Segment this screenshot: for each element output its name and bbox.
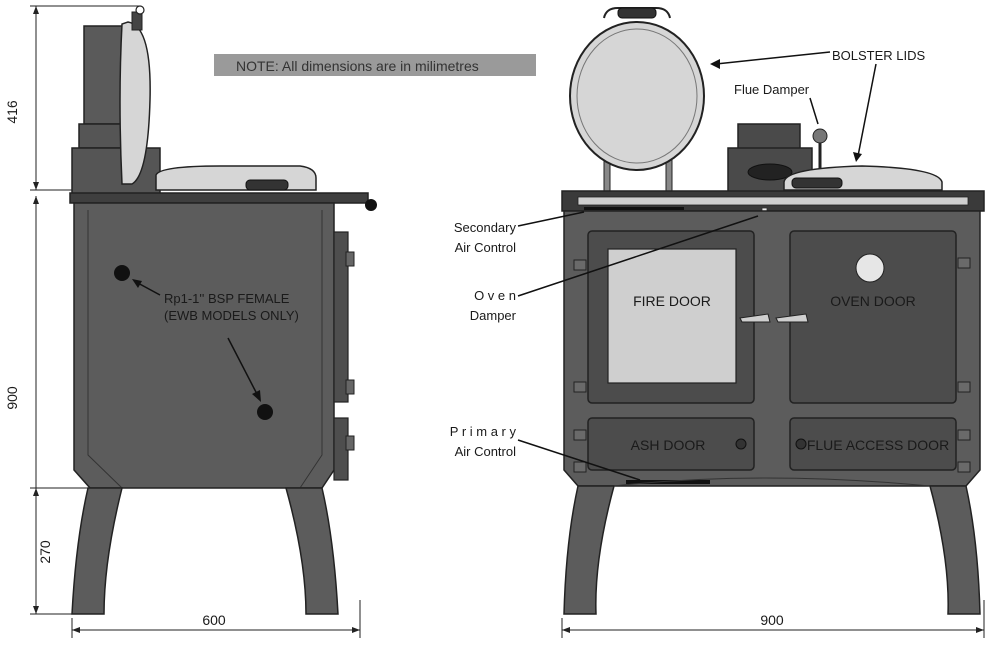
hinge [957, 257, 971, 269]
dim-label-900-vertical: 900 [4, 386, 20, 410]
hinge [573, 259, 587, 271]
label-oven-damper-line2: Damper [470, 308, 517, 323]
side-panel-line-2 [299, 210, 323, 489]
side-hinge [345, 251, 355, 267]
flue-access-door-label: FLUE ACCESS DOOR [807, 437, 949, 453]
side-door-edge [333, 231, 349, 403]
side-dim-arrows [33, 6, 360, 633]
label-flue-damper: Flue Damper [734, 82, 810, 97]
leader-oven-damper [517, 215, 759, 297]
flue-access-door-knob [795, 438, 807, 450]
side-view: Rp1-1'' BSP FEMALE (EWB MODELS ONLY) [69, 5, 377, 615]
front-leg-left [563, 485, 615, 615]
flue-damper-knob [812, 128, 828, 144]
label-secondary-air-line1: Secondary [454, 220, 517, 235]
side-panel-line [87, 210, 123, 489]
bsp-connection-upper [114, 265, 130, 281]
ash-door-label: ASH DOOR [631, 437, 706, 453]
flue-access-door [789, 417, 957, 471]
hinge [957, 381, 971, 393]
arrow [33, 6, 39, 14]
front-apron-line [613, 477, 931, 487]
oven-door-label: OVEN DOOR [830, 293, 916, 309]
arrow [33, 182, 39, 190]
bsp-leader-lower [227, 337, 259, 397]
note-banner-bg [214, 54, 536, 76]
side-raised-lid [119, 21, 151, 185]
raised-bolster-lid [569, 21, 705, 171]
bsp-label-line2: (EWB MODELS ONLY) [164, 308, 299, 323]
note-banner: NOTE: All dimensions are in milimetres [214, 54, 536, 76]
arrow [33, 606, 39, 614]
arrow [853, 152, 862, 162]
arrow [562, 627, 570, 633]
side-body [73, 202, 335, 489]
arrow [33, 488, 39, 496]
arrow [33, 196, 39, 204]
side-rail-knob [365, 199, 377, 211]
fire-door-handle [739, 313, 771, 323]
dim-label-900-horizontal: 900 [760, 612, 784, 628]
arrow [352, 627, 360, 633]
dim-label-270: 270 [37, 540, 53, 564]
side-closed-lid [155, 165, 317, 191]
side-hotplate [69, 192, 369, 204]
leader-bolster-raised [715, 51, 831, 65]
side-hinge-3 [345, 435, 355, 451]
note-text: NOTE: All dimensions are in milimetres [236, 58, 479, 74]
side-lid-knob [135, 5, 145, 15]
side-hinge-2 [345, 379, 355, 395]
leader-flue-damper [809, 97, 819, 125]
side-lid-handle [131, 11, 143, 31]
bsp-connection-lower [257, 404, 273, 420]
fire-door-label: FIRE DOOR [633, 293, 711, 309]
label-bolster-lids: BOLSTER LIDS [832, 48, 926, 63]
bsp-arrow-lower [252, 390, 261, 402]
hinge [573, 381, 587, 393]
flue-outlet [747, 163, 793, 181]
hinge [573, 461, 587, 473]
raised-lid-handle [617, 7, 657, 19]
ash-door [587, 417, 755, 471]
arrow [710, 59, 720, 69]
front-leaders [517, 51, 877, 481]
leader-secondary-air [517, 211, 585, 227]
oven-door-handle [775, 313, 809, 323]
hinge [573, 429, 587, 441]
arrow [976, 627, 984, 633]
side-back-block [71, 147, 161, 195]
front-dimensions [561, 600, 985, 638]
raised-lid-rim [576, 28, 698, 164]
front-view: FIRE DOOR OVEN DOOR ASH DOOR FLUE ACCESS… [561, 7, 985, 615]
front-towel-rail [577, 196, 969, 206]
arrow [72, 627, 80, 633]
bsp-arrow-upper [132, 279, 142, 288]
ash-door-knob [735, 438, 747, 450]
fire-door-window [607, 248, 737, 384]
side-dimensions [30, 5, 361, 638]
front-leader-arrows [710, 59, 862, 162]
dim-label-600: 600 [202, 612, 226, 628]
label-oven-damper-line1: O v e n [474, 288, 516, 303]
hinge [957, 429, 971, 441]
side-leg-back [285, 487, 339, 615]
leader-bolster-closed [857, 63, 877, 157]
label-primary-air-line2: Air Control [455, 444, 517, 459]
front-leg-right [929, 485, 981, 615]
label-primary-air-line1: P r i m a r y [450, 424, 517, 439]
bsp-label-line1: Rp1-1'' BSP FEMALE [164, 291, 290, 306]
leader-primary-air [517, 439, 641, 481]
secondary-air-slider [584, 207, 684, 210]
side-leg-front [71, 487, 123, 615]
side-lid-handle-2 [245, 179, 289, 191]
dim-label-416: 416 [4, 100, 20, 124]
hinge [957, 461, 971, 473]
primary-air-slider [626, 480, 710, 484]
label-secondary-air-line2: Air Control [455, 240, 517, 255]
oven-thermometer [855, 253, 885, 283]
closed-lid-handle [791, 177, 843, 189]
